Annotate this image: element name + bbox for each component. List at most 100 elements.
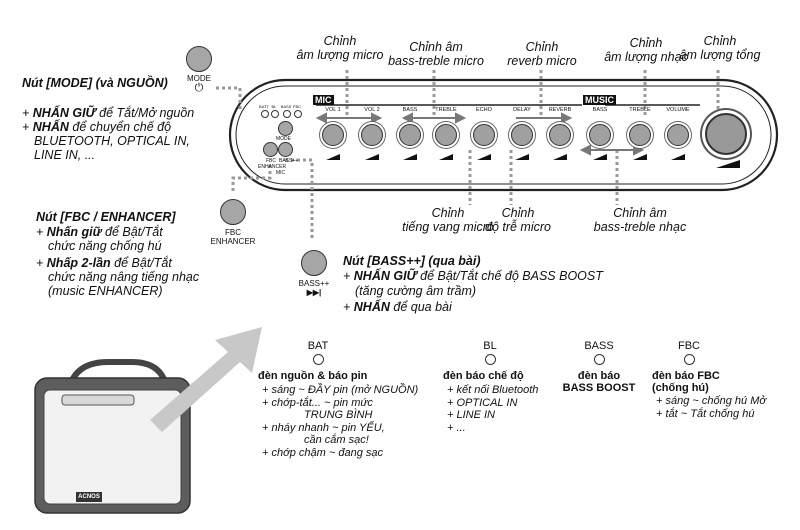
indicator-title-2: (chống hú): [652, 382, 709, 394]
mode-line-1: + NHẤN GIỮ để Tắt/Mở nguồn: [22, 106, 195, 120]
basspp-line-2: (tăng cường âm trầm): [355, 284, 477, 298]
indicator-line: + chớp-tắt... ~ pin mức: [262, 396, 373, 409]
panel-fbc-button[interactable]: [263, 142, 278, 157]
fbc-heading: Nút [FBC / ENHANCER]: [36, 210, 176, 224]
knob[interactable]: [361, 124, 383, 146]
panel-mode-label: MODE: [276, 136, 291, 142]
mode-extra-1: BLUETOOTH, OPTICAL IN,: [34, 134, 190, 148]
indicator-line: cần cắm sạc!: [304, 434, 369, 446]
level-ramp-icon: [403, 154, 417, 160]
indicator-code: BASS: [584, 340, 614, 352]
indicator-line: + LINE IN: [447, 409, 495, 421]
knob-label: DELAY: [513, 107, 531, 113]
panel-led: [283, 110, 291, 118]
basspp-button-label: BASS++: [298, 279, 330, 288]
fbc-line-5: (music ENHANCER): [48, 284, 163, 298]
fbc-line-4: chức năng nâng tiếng nhạc: [48, 270, 200, 284]
knob-label: TREBLE: [629, 107, 651, 113]
indicator-title: đèn nguồn & báo pin: [258, 370, 368, 382]
knob-label: BASS: [402, 107, 418, 113]
level-ramp-icon: [553, 154, 567, 160]
panel-led: [294, 110, 302, 118]
indicator-line: + chớp chậm ~ đang sạc: [262, 446, 383, 459]
fbc-button-label-2: ENHANCER: [210, 237, 256, 246]
fbc-line-3: + Nhấp 2-lần để Bật/Tắt: [36, 256, 172, 270]
indicator-line: + ...: [447, 421, 466, 434]
indicator-title-2: BASS BOOST: [562, 382, 636, 394]
knob[interactable]: [322, 124, 344, 146]
master-volume-knob[interactable]: [705, 113, 747, 155]
basspp-line-1: + NHẤN GIỮ để Bật/Tắt chế độ BASS BOOST: [343, 269, 603, 283]
panel-led-label: FBC: [293, 104, 301, 109]
speaker-brand-badge: ACNOS: [78, 494, 100, 500]
master-level-ramp-icon: [716, 160, 740, 168]
indicator-code: BL: [483, 340, 497, 352]
level-ramp-icon: [671, 154, 685, 160]
panel-basspp-button[interactable]: [278, 142, 293, 157]
indicator-line: + tắt ~ Tắt chống hú: [656, 407, 755, 420]
music-tag: MUSIC: [583, 95, 616, 105]
mode-button-label: MODE: [187, 74, 211, 83]
level-ramp-icon: [326, 154, 340, 160]
knob[interactable]: [473, 124, 495, 146]
mode-heading: Nút [MODE] (và NGUỒN): [22, 76, 168, 90]
knob[interactable]: [549, 124, 571, 146]
indicator-led: [485, 354, 496, 365]
indicator-title: đèn báo FBC: [652, 370, 720, 382]
mode-button[interactable]: [186, 46, 212, 72]
mic-tag: MIC: [313, 95, 334, 105]
panel-led-label: BATT: [259, 104, 269, 109]
control-panel-inner: [235, 85, 772, 185]
knob[interactable]: [399, 124, 421, 146]
mode-extra-2: LINE IN, ...: [34, 148, 96, 162]
panel-bracket-label: MIC: [276, 170, 286, 176]
indicator-line: + sáng ~ ĐẦY pin (mở NGUỒN): [262, 384, 419, 396]
knob[interactable]: [435, 124, 457, 146]
basspp-heading: Nút [BASS++] (qua bài): [343, 254, 481, 268]
indicator-led: [313, 354, 324, 365]
fbc-line-1: + Nhấn giữ để Bật/Tắt: [36, 225, 163, 239]
power-icon: ⏻: [194, 82, 204, 94]
panel-led-label: BASS: [280, 104, 292, 109]
indicator-line: TRUNG BÌNH: [304, 409, 373, 421]
fbc-line-2: chức năng chống hú: [48, 239, 162, 253]
next-track-icon: ▶▶|: [306, 288, 322, 297]
knob[interactable]: [629, 124, 651, 146]
knob-label: ECHO: [476, 107, 492, 113]
mode-line-2: + NHẤN để chuyển chế độ: [22, 120, 172, 134]
level-ramp-icon: [593, 154, 607, 160]
indicator-code: BAT: [307, 340, 329, 352]
knob-label: REVERB: [548, 107, 572, 113]
indicator-title: đèn báo: [577, 370, 621, 382]
basspp-button[interactable]: [301, 250, 327, 276]
basspp-line-3: + NHẤN để qua bài: [343, 300, 452, 314]
knob-label: VOL 1: [325, 107, 341, 113]
knob[interactable]: [511, 124, 533, 146]
knob[interactable]: [667, 124, 689, 146]
panel-mode-button[interactable]: [278, 121, 293, 136]
panel-led: [271, 110, 279, 118]
speaker-illustration: [34, 359, 191, 514]
knob-label: VOL 2: [364, 107, 380, 113]
level-ramp-icon: [477, 154, 491, 160]
level-ramp-icon: [365, 154, 379, 160]
knob[interactable]: [589, 124, 611, 146]
panel-led-label: BL: [271, 104, 277, 109]
level-ramp-icon: [439, 154, 453, 160]
fbc-button[interactable]: [220, 199, 246, 225]
indicator-line: + nháy nhanh ~ pin YẾU,: [262, 421, 385, 434]
indicator-led: [684, 354, 695, 365]
indicator-line: + kết nối Bluetooth: [447, 384, 539, 396]
knob-label: TREBLE: [435, 107, 457, 113]
indicator-line: + OPTICAL IN: [447, 396, 518, 409]
indicator-title: đèn báo chế độ: [443, 370, 524, 382]
knob-label: VOLUME: [666, 107, 690, 113]
